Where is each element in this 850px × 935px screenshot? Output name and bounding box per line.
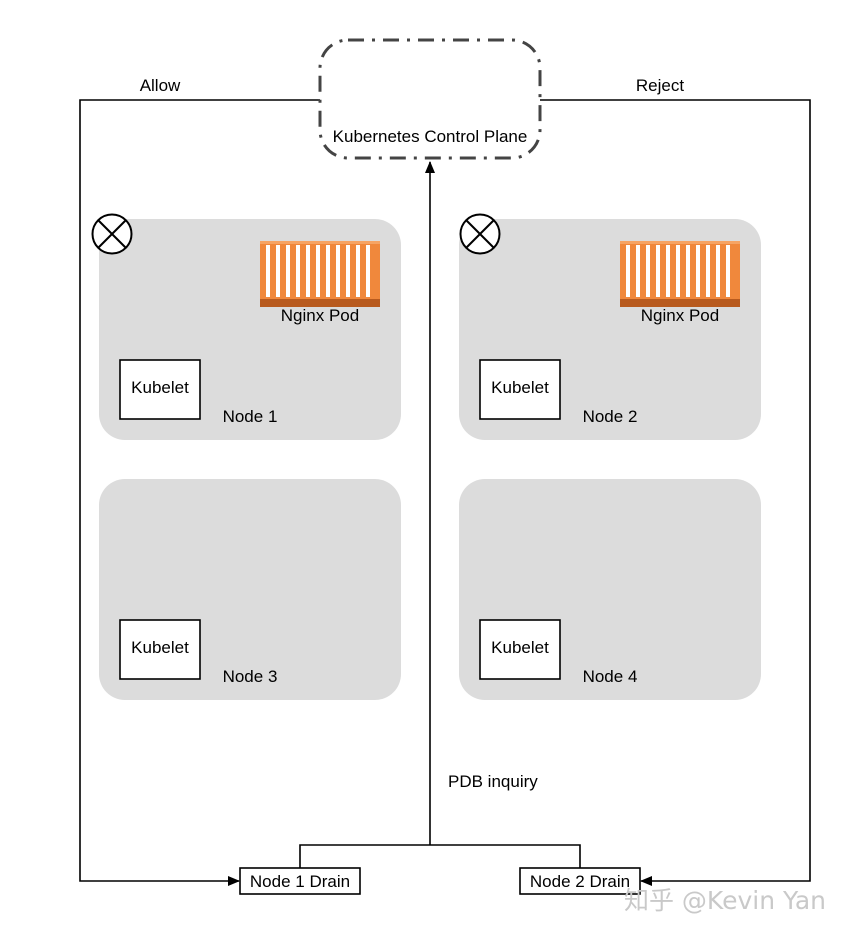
node-4-label: Node 4 (583, 667, 638, 686)
reject-line (540, 99, 811, 886)
node-1-drain-label: Node 1 Drain (250, 872, 350, 891)
node-1-x-icon (91, 213, 133, 255)
allow-label: Allow (140, 76, 181, 95)
reject-label: Reject (636, 76, 684, 95)
watermark: 知乎 @Kevin Yan (624, 886, 826, 915)
control-plane-label: Kubernetes Control Plane (333, 127, 528, 146)
allow-line (79, 99, 320, 886)
node-1-container-icon (260, 241, 380, 307)
node-1-kubelet-label: Kubelet (131, 378, 189, 397)
node-2-kubelet-box (479, 359, 561, 420)
node-4-kubelet-label: Kubelet (491, 638, 549, 657)
node-3-label: Node 3 (223, 667, 278, 686)
pdb-inquiry-branch (299, 844, 581, 868)
node-3-kubelet-label: Kubelet (131, 638, 189, 657)
node-1-kubelet-box (119, 359, 201, 420)
node-2-container-icon (620, 241, 740, 307)
node-3-kubelet-box (119, 619, 201, 680)
node-1-pod-label: Nginx Pod (281, 306, 359, 325)
node-2-label: Node 2 (583, 407, 638, 426)
node-2-pod-label: Nginx Pod (641, 306, 719, 325)
node-1-drain-box (239, 867, 361, 895)
pdb-inquiry-label: PDB inquiry (448, 772, 538, 791)
node-1-label: Node 1 (223, 407, 278, 426)
node-2-kubelet-label: Kubelet (491, 378, 549, 397)
node-2-drain-label: Node 2 Drain (530, 872, 630, 891)
control-plane-box (318, 38, 542, 160)
node-2-drain-box (519, 867, 641, 895)
node-2-x-icon (459, 213, 501, 255)
node-4-kubelet-box (479, 619, 561, 680)
